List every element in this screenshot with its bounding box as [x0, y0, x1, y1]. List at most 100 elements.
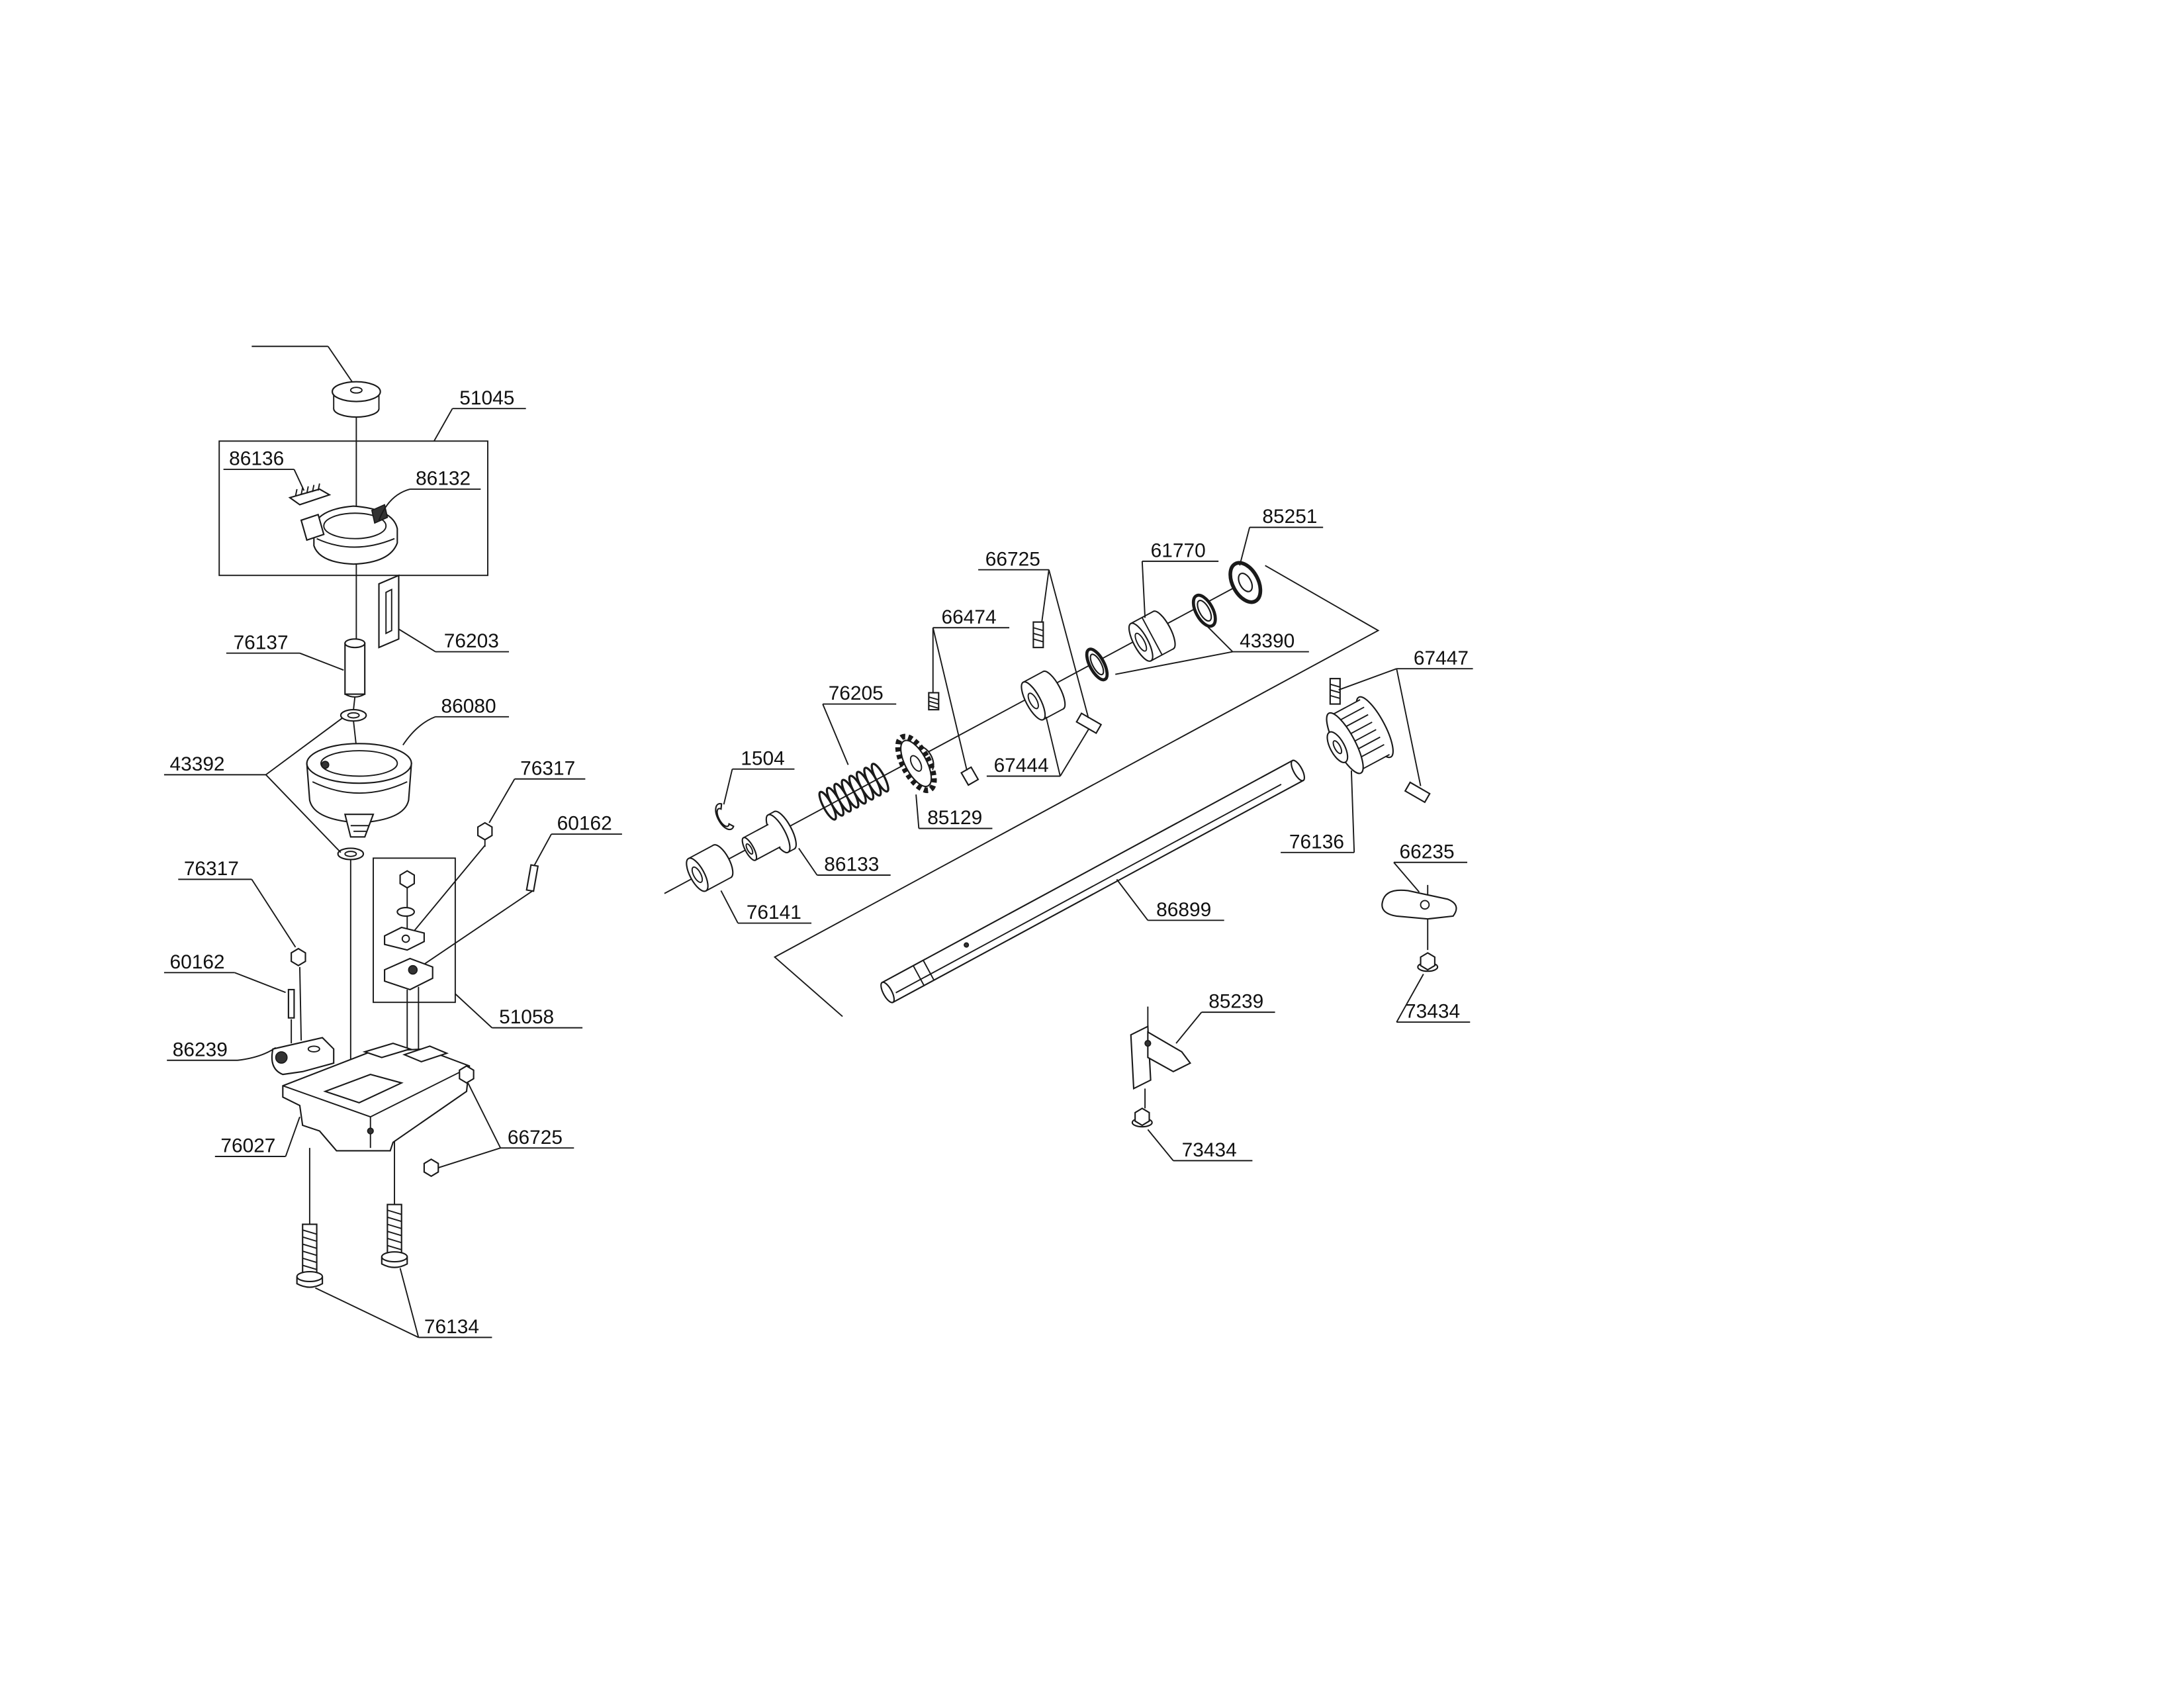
bracket-plate — [384, 957, 433, 991]
leader-line — [265, 718, 343, 776]
collar — [1021, 670, 1066, 721]
part-number-label: 1504 — [741, 747, 784, 769]
callout: 61770 — [1141, 539, 1219, 618]
callout: 51045 — [433, 387, 526, 442]
leader-line — [1239, 527, 1251, 566]
callout: 43390 — [1115, 624, 1309, 675]
hook-base — [282, 1043, 471, 1152]
set-screw — [1075, 712, 1103, 735]
callout: 73434 — [1147, 1129, 1253, 1162]
spring — [818, 763, 889, 821]
leader-line — [1393, 862, 1420, 893]
bracket — [1130, 1025, 1192, 1090]
part-number-label: 76141 — [747, 902, 801, 923]
callout: 67447 — [1338, 647, 1473, 786]
callout: 76136 — [1281, 770, 1355, 853]
leader-line — [1045, 716, 1061, 776]
part-number-label: 60162 — [169, 951, 224, 973]
leader-line — [467, 1082, 502, 1149]
callout: 86899 — [1116, 878, 1224, 921]
base-screw — [296, 1223, 324, 1288]
callout: 76317 — [178, 858, 296, 948]
leader-line — [1147, 1129, 1174, 1162]
callout: 86132 — [378, 468, 481, 521]
part-number-label: 86132 — [416, 468, 471, 490]
leader-line — [251, 878, 296, 948]
leader-line — [1350, 770, 1355, 853]
part-number-label: 76203 — [444, 630, 499, 652]
part-number-label: 86136 — [229, 448, 284, 470]
callout: 85239 — [1175, 991, 1275, 1044]
callout: 86239 — [167, 1039, 277, 1061]
part-number-label: 67447 — [1414, 647, 1469, 669]
part-number-label: 76205 — [829, 682, 884, 704]
part-number-label: 76317 — [184, 858, 239, 880]
set-screw — [960, 766, 979, 786]
callout: 76317 — [488, 757, 586, 823]
leader-line — [293, 469, 305, 491]
part-number-label: 85239 — [1208, 991, 1263, 1013]
part-number-label: 43390 — [1240, 630, 1295, 652]
callout: 76027 — [214, 1116, 300, 1157]
part-number-label: 67444 — [994, 755, 1049, 776]
part-number-label: 73434 — [1405, 1001, 1460, 1023]
callout: 73434 — [1396, 974, 1471, 1023]
leader-line — [234, 972, 286, 994]
leader-line — [1116, 878, 1149, 921]
callout: 76141 — [720, 890, 812, 924]
subassembly-box — [373, 857, 456, 1004]
part-number-label: 66725 — [508, 1127, 563, 1149]
screw — [1417, 952, 1439, 972]
callout: 76134 — [315, 1268, 492, 1338]
callout: 66474 — [932, 606, 1010, 771]
washer — [1191, 593, 1217, 628]
leader-line — [265, 774, 341, 853]
leader-line — [798, 847, 818, 876]
base-screw — [381, 1203, 408, 1268]
leader-line — [1175, 1011, 1203, 1044]
screw — [423, 1158, 439, 1178]
part-number-label: 86133 — [824, 854, 879, 876]
callout: 86136 — [223, 448, 305, 491]
part-number-label: 76136 — [1289, 831, 1344, 853]
callout: 1504 — [723, 747, 795, 805]
screw — [291, 947, 306, 966]
gear — [895, 733, 937, 794]
leader-line — [533, 833, 552, 866]
screw — [477, 821, 493, 847]
leader-line — [315, 1287, 419, 1338]
callout: 60162 — [533, 813, 622, 866]
leader-line — [433, 408, 453, 442]
left-assembly-guide-lines — [251, 346, 533, 1225]
washer — [1085, 647, 1109, 682]
bushing — [1228, 561, 1263, 604]
leader-line — [915, 794, 920, 829]
roller — [686, 844, 734, 892]
part-number-label: 76137 — [234, 632, 289, 653]
bobbin-case-shaft — [344, 638, 366, 698]
pin — [287, 988, 295, 1019]
leader-line — [720, 890, 739, 924]
callout: 60162 — [163, 951, 286, 994]
part-number-label: 43392 — [169, 753, 224, 775]
part-number-label: 66235 — [1400, 841, 1455, 863]
part-number-label: 85129 — [927, 807, 982, 829]
callout: 76203 — [398, 628, 510, 653]
part-number-label: 86899 — [1156, 899, 1211, 921]
part-number-label: 76317 — [520, 757, 575, 779]
screw — [399, 870, 416, 889]
callout: 66235 — [1393, 841, 1468, 893]
leader-line — [299, 652, 344, 671]
callout: 51058 — [455, 993, 583, 1029]
clutch-hub — [741, 810, 797, 861]
part-number-label: 51045 — [459, 387, 514, 409]
leader-line — [822, 704, 849, 765]
cover-plate — [1381, 889, 1457, 920]
screw — [459, 1065, 475, 1084]
leader-line — [1115, 651, 1233, 675]
timing-pulley — [1326, 696, 1394, 774]
thread-guide-bracket — [271, 1037, 335, 1076]
part-number-label: 76027 — [220, 1135, 275, 1157]
leader-line — [398, 628, 436, 653]
